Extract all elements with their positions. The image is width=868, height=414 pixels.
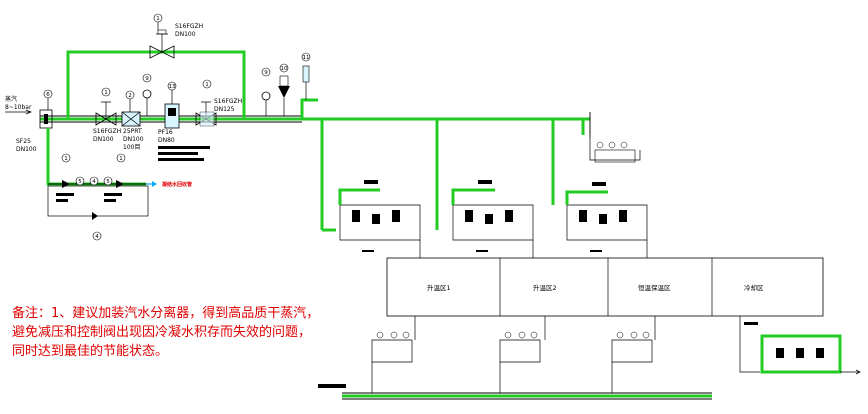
top-valve-code: S16FGZH — [175, 23, 203, 30]
cooling-water-station — [739, 316, 861, 375]
zone-station-2 — [451, 180, 534, 258]
inlet-labels: 蒸汽 8~10bar SF25 DN100 — [5, 95, 37, 153]
zone-station-1 — [322, 180, 421, 258]
inlet-valve-size: DN100 — [16, 146, 37, 153]
vent-station-right — [589, 138, 641, 163]
svg-text:6: 6 — [46, 92, 50, 98]
svg-text:1: 1 — [104, 90, 108, 96]
steam-separator: 13 PF16 DN80 — [158, 81, 210, 161]
svg-text:4: 4 — [95, 234, 99, 240]
zone-1-label: 升温区1 — [427, 283, 451, 292]
vent-valve: 11 — [301, 52, 311, 100]
prv-code: 25PRT — [123, 128, 142, 135]
zone-4-label: 冷却区 — [744, 283, 764, 292]
inlet-pressure: 8~10bar — [5, 104, 32, 111]
zone-station-3 — [565, 182, 648, 258]
lower-trap-1 — [371, 316, 416, 390]
main-valve-code: S16FGZH — [93, 128, 121, 135]
trap-station-main: 1 5 4 5 1 4 凝结水回收管 — [46, 128, 192, 241]
inlet-valve-code: SF25 — [16, 138, 31, 145]
remark-note: 备注：1、建议加装汽水分离器，得到高品质干蒸汽， 避免减压和控制阀出现因冷凝水积… — [12, 305, 319, 359]
note-line-2: 避免减压和控制阀出现因冷凝水积存而失效的问题， — [12, 324, 311, 340]
pressure-reducing-valve: 2 25PRT DN100 100目 — [121, 90, 144, 151]
callout-6: 6 — [43, 89, 53, 110]
note-line-3: 同时达到最佳的节能状态。 — [12, 343, 168, 359]
out-valve-size: DN125 — [214, 106, 235, 113]
lower-trap-3 — [611, 316, 656, 390]
pressure-gauge-right: 9 — [261, 67, 271, 116]
safety-valve: 10 — [278, 63, 290, 116]
inlet-text: 蒸汽 — [5, 95, 17, 103]
main-gate-valve: 1 S16FGZH DN100 — [93, 87, 121, 143]
lower-trap-2 — [499, 316, 546, 390]
svg-text:10: 10 — [281, 66, 288, 72]
pressure-gauge-9: 9 — [142, 73, 152, 116]
svg-text:1: 1 — [119, 156, 123, 162]
bypass-gate-valve: 1 S16FGZH DN100 — [149, 13, 203, 59]
svg-text:4: 4 — [92, 179, 96, 185]
prv-note: 100目 — [123, 144, 140, 151]
svg-text:5: 5 — [106, 179, 110, 185]
inlet-flange-valve — [39, 109, 53, 129]
trap-outlet-label: 凝结水回收管 — [162, 181, 192, 188]
prv-size: DN100 — [123, 136, 144, 143]
svg-text:1: 1 — [64, 156, 68, 162]
zone-3-label: 恒温保温区 — [638, 283, 671, 292]
svg-text:13: 13 — [169, 84, 176, 90]
note-line-1: 备注：1、建议加装汽水分离器，得到高品质干蒸汽， — [12, 305, 319, 321]
main-valve-size: DN100 — [93, 136, 114, 143]
svg-text:9: 9 — [145, 76, 149, 82]
zones-box: 升温区1 升温区2 恒温保温区 冷却区 — [386, 257, 824, 317]
out-valve-code: S16FGZH — [214, 98, 242, 105]
condensate-return-header — [318, 384, 712, 400]
svg-text:9: 9 — [264, 70, 268, 76]
sep-code: PF16 — [158, 129, 173, 136]
top-valve-size: DN100 — [175, 31, 196, 38]
svg-text:5: 5 — [78, 179, 82, 185]
trap-row-valves: 1 5 4 5 1 4 — [56, 153, 126, 241]
main-steam-header — [40, 50, 591, 230]
outlet-gate-valve: 1 S16FGZH DN125 — [195, 79, 242, 127]
svg-text:2: 2 — [128, 93, 132, 99]
sep-size: DN80 — [158, 137, 175, 144]
svg-text:1: 1 — [205, 82, 209, 88]
zone-2-label: 升温区2 — [533, 283, 557, 292]
svg-text:1: 1 — [156, 16, 160, 22]
svg-text:11: 11 — [303, 55, 310, 61]
